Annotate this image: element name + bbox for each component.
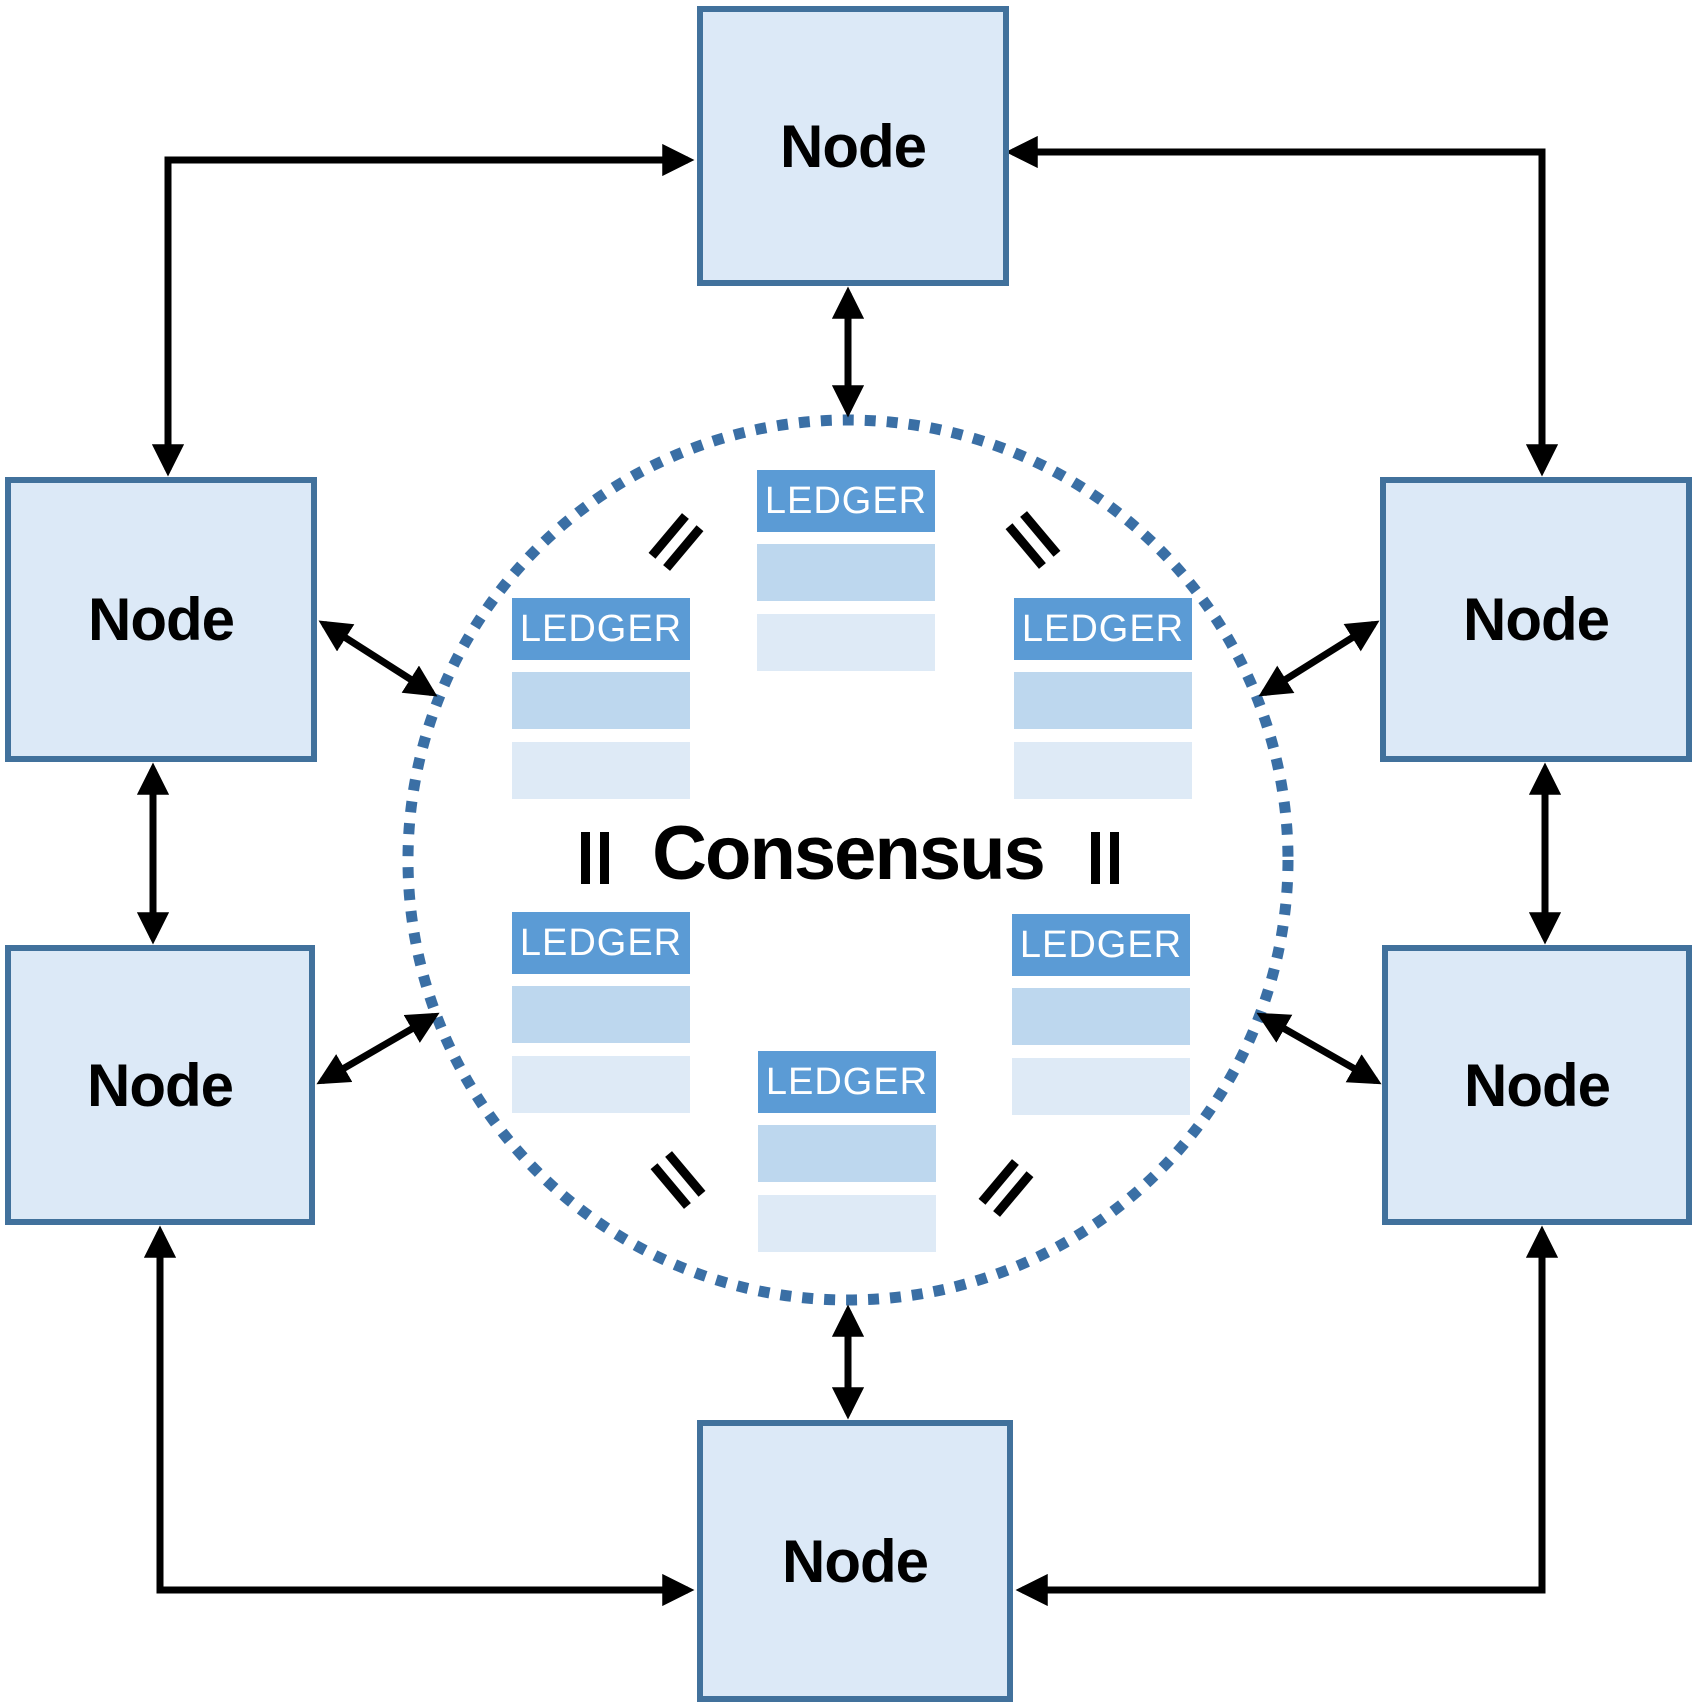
- equals-bar: [581, 832, 590, 884]
- arrow-bottom-left-corner-connector: [143, 1225, 695, 1607]
- node-box-left-upper: Node: [5, 477, 317, 762]
- node-label: Node: [1463, 586, 1610, 653]
- ledger-header: LEDGER: [757, 470, 935, 532]
- node-box-bottom: Node: [697, 1420, 1013, 1702]
- ledger-row: [1012, 1058, 1190, 1115]
- equals-icon: [1091, 832, 1119, 884]
- ledger-header: LEDGER: [758, 1051, 936, 1113]
- ledger-row: [758, 1195, 936, 1252]
- ledger-table-lower-right: LEDGER: [1012, 914, 1190, 1115]
- node-label: Node: [87, 1051, 234, 1119]
- ledger-header: LEDGER: [512, 598, 690, 660]
- consensus-ring-dotted-circle: [402, 414, 1294, 1306]
- ledger-row: [512, 742, 690, 799]
- arrow-right-upper-node-to-circle: [1258, 620, 1380, 697]
- node-box-left-lower: Node: [5, 945, 315, 1225]
- arrow-top-right-corner-connector: [1005, 135, 1559, 477]
- arrow-left-lower-node-to-circle: [316, 1012, 440, 1085]
- ledger-table-upper-left: LEDGER: [512, 598, 690, 799]
- ledger-row: [1014, 672, 1192, 729]
- node-label: Node: [780, 112, 927, 180]
- ledger-table-lower-left: LEDGER: [512, 912, 690, 1113]
- arrow-left-upper-node-to-circle: [318, 620, 438, 697]
- ledger-table-upper-right: LEDGER: [1014, 598, 1192, 799]
- equals-icon: [581, 832, 609, 884]
- equals-bar: [1110, 832, 1119, 884]
- arrow-top-left-corner-connector: [151, 143, 695, 477]
- node-label: Node: [1464, 1051, 1611, 1119]
- ledger-header: LEDGER: [512, 912, 690, 974]
- ledger-table-top-center: LEDGER: [757, 470, 935, 671]
- ledger-row: [758, 1125, 936, 1182]
- node-label: Node: [88, 586, 235, 653]
- ledger-row: [512, 672, 690, 729]
- consensus-label: Consensus: [652, 811, 1046, 897]
- ledger-row: [757, 614, 935, 671]
- arrow-right-lower-node-to-circle: [1256, 1012, 1382, 1085]
- node-box-right-lower: Node: [1382, 945, 1692, 1225]
- ledger-header: LEDGER: [1014, 598, 1192, 660]
- ledger-table-bottom-center: LEDGER: [758, 1051, 936, 1252]
- node-label: Node: [782, 1527, 929, 1595]
- ledger-row: [1014, 742, 1192, 799]
- equals-bar: [600, 832, 609, 884]
- ledger-row: [512, 1056, 690, 1113]
- ledger-row: [757, 544, 935, 601]
- node-box-top: Node: [697, 6, 1009, 286]
- arrow-bottom-right-corner-connector: [1015, 1225, 1559, 1607]
- equals-bar: [1091, 832, 1100, 884]
- ledger-header: LEDGER: [1012, 914, 1190, 976]
- node-box-right-upper: Node: [1380, 477, 1692, 762]
- ledger-row: [512, 986, 690, 1043]
- ledger-row: [1012, 988, 1190, 1045]
